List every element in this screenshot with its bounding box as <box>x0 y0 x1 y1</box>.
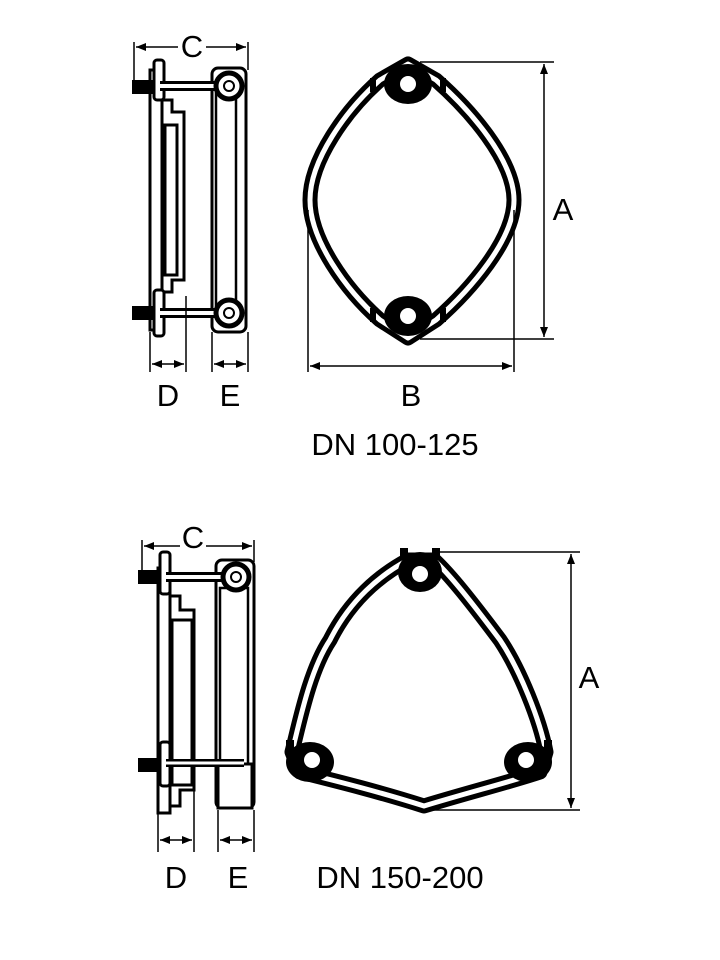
flange-small-front-view <box>302 56 522 346</box>
dim-d-large-label: D <box>165 860 187 895</box>
dim-e-small-label: E <box>220 378 241 413</box>
dim-d-large: D <box>157 790 195 895</box>
dim-c-large-label: C <box>182 520 204 555</box>
flange-small-drawing: C D E <box>132 29 574 462</box>
dim-a-small-label: A <box>553 192 574 227</box>
flange-large-side-view <box>138 550 256 815</box>
flange-small-caption: DN 100-125 <box>311 427 478 462</box>
dim-a-large-label: A <box>579 660 600 695</box>
dim-b-small: B <box>307 210 515 413</box>
dim-e-small: E <box>211 332 249 413</box>
flange-large-front-view <box>284 548 554 814</box>
flange-large-caption: DN 150-200 <box>316 860 483 895</box>
dim-c-small-label: C <box>181 29 203 64</box>
flange-small-side-view <box>132 58 248 338</box>
dim-e-large-label: E <box>228 860 249 895</box>
flange-large-drawing: C D E <box>138 520 600 895</box>
dim-d-small-label: D <box>157 378 179 413</box>
dim-d-small: D <box>149 296 187 413</box>
dim-c-large: C <box>141 520 255 572</box>
dim-e-large: E <box>217 810 255 895</box>
dim-c-small: C <box>133 29 249 82</box>
dim-a-large: A <box>424 551 600 811</box>
dim-b-small-label: B <box>401 378 422 413</box>
dim-a-small: A <box>420 61 574 340</box>
